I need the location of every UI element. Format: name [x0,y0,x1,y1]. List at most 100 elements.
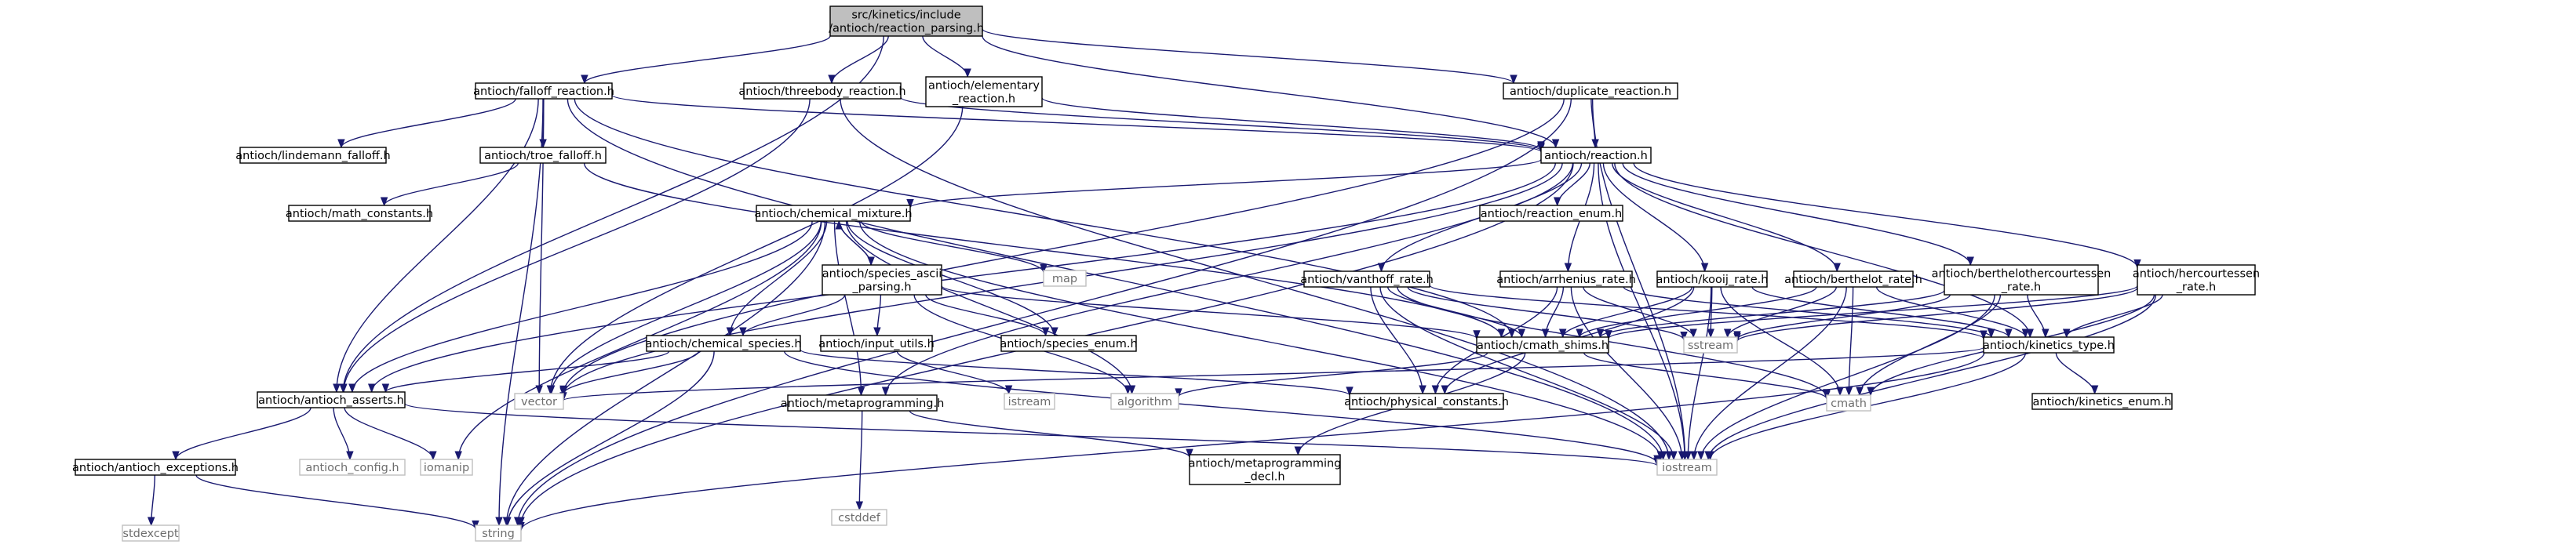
edge-arrowhead-exceptions-to-stdexcept [147,517,155,527]
edge-berthelothc-to-cmath [1859,294,2002,396]
node-metaprog[interactable]: antioch/metaprogramming.h [781,394,945,412]
node-exceptions[interactable]: antioch/antioch_exceptions.h [72,459,239,476]
edge-metaprog-to-cstddef [858,410,863,510]
edge-inpututils-to-istream [896,350,1010,394]
node-mathconst[interactable]: antioch/math_constants.h [286,205,433,222]
edge-layer [147,28,2163,532]
edge-arrowhead-reaction-to-arrhenius [1564,263,1572,273]
node-kooij[interactable]: antioch/kooij_rate.h [1656,270,1769,288]
edge-arrowhead-hercourt-to-cmathshims [1605,330,1612,339]
node-lindemann[interactable]: antioch/lindemann_falloff.h [235,147,391,164]
edge-berthelothc-to-cmathshims [1599,289,1945,338]
node-box-kinetics [1983,336,2115,354]
node-label-vector: vector [521,396,557,408]
edge-arrowhead-cmathshims-to-algorithm [1175,388,1182,398]
edge-berthelothc-to-sstream [1736,294,1951,340]
node-label-inpututils: antioch/input_utils.h [818,338,935,350]
edge-arrowhead-metaprog-to-metadecl [1186,448,1193,459]
node-label-hercourt: _rate.h [2176,281,2217,294]
node-root[interactable]: src/kinetics/include/antioch/reaction_pa… [829,5,984,37]
edge-arrowhead-chemspecies-to-physconst [1346,387,1354,397]
edge-arrowhead-kinetics-to-iostream [1706,451,1714,461]
node-box-inpututils [820,335,933,352]
edge-arrowhead-vanthoff-to-cmathshims [1518,328,1526,339]
edge-vanthoff-to-physconst [1370,286,1423,394]
edge-speciesascii-to-cmathshims [941,285,1477,339]
node-cmathshims[interactable]: antioch/cmath_shims.h [1476,336,1609,354]
node-kinenum[interactable]: antioch/kinetics_enum.h [2031,393,2173,410]
edge-arrowhead-falloff-to-lindemann [337,139,345,149]
node-box-mathconst [288,205,431,222]
edge-arrowhead-kinetics-to-kinenum [2090,385,2099,395]
edge-vanthoff-to-iostream [1379,286,1674,460]
node-box-cmath [1826,394,1871,412]
edge-kooij-to-cmathshims [1562,286,1692,338]
edge-chemmix-to-iomanip [457,220,822,460]
node-chemspecies[interactable]: antioch/chemical_species.h [645,335,802,352]
node-label-berthelothc: antioch/berthelothercourtessen [1932,268,2111,281]
edge-arrowhead-reaction-to-hercourt [2133,259,2141,269]
node-label-falloff: antioch/falloff_reaction.h [473,85,614,98]
node-speciesenum[interactable]: antioch/species_enum.h [1000,335,1138,352]
edge-root-to-reaction [982,35,1557,148]
node-inpututils[interactable]: antioch/input_utils.h [818,335,935,352]
edge-arrowhead-berthelot-to-cmath [1845,387,1853,397]
node-label-arrhenius: antioch/arrhenius_rate.h [1496,274,1636,286]
edge-chemmix-to-asserts [352,220,813,393]
edge-troe-to-mathconst [383,162,519,206]
edge-arrowhead-reaction-to-berthelothc [1966,256,1974,267]
edge-reaction-to-kooij [1602,162,1706,272]
edge-arrowhead-cmathshims-to-metadecl [1294,446,1303,456]
edge-arrowhead-chemmix-to-asserts [348,383,356,394]
node-berthelot[interactable]: antioch/berthelot_rate.h [1784,270,1922,288]
node-arrhenius[interactable]: antioch/arrhenius_rate.h [1496,270,1636,288]
node-vanthoff[interactable]: antioch/vanthoff_rate.h [1300,270,1434,288]
node-label-troe: antioch/troe_falloff.h [484,150,602,162]
node-box-iomanip [420,459,473,476]
edge-arrowhead-chemmix-to-vector [547,385,556,395]
edge-arrowhead-speciesascii-to-inpututils [873,327,881,337]
edge-reaction-to-kinetics [1614,162,2031,338]
node-config: antioch_config.h [299,459,406,476]
node-box-cmathshims [1476,336,1609,354]
edge-chemspecies-to-iostream [784,350,1658,464]
node-cstddef: cstddef [831,509,887,526]
edge-root-to-duplicate [982,28,1514,84]
edge-chemmix-to-chemspecies [729,220,828,336]
node-speciesascii[interactable]: antioch/species_ascii_parsing.h [822,264,942,296]
edge-reaction-to-metaprog [884,162,1574,396]
edge-arrowhead-reaction-to-string [517,517,525,527]
node-box-arrhenius [1499,270,1633,288]
node-chemmix[interactable]: antioch/chemical_mixture.h [754,205,913,222]
node-metadecl[interactable]: antioch/metaprogramming_decl.h [1189,454,1342,485]
node-reaction[interactable]: antioch/reaction.h [1540,147,1652,164]
edge-arrowhead-reaction-to-metaprog [881,387,890,397]
node-kinetics[interactable]: antioch/kinetics_type.h [1983,336,2115,354]
edge-kooij-to-iostream [1687,286,1712,460]
node-berthelothc[interactable]: antioch/berthelothercourtessen_rate.h [1932,264,2111,296]
edge-arrhenius-to-sstream [1583,286,1694,338]
edge-arrowhead-speciesascii-to-chemspecies [739,327,747,337]
node-label-berthelothc: _rate.h [2001,281,2042,294]
node-label-config: antioch_config.h [305,462,399,474]
node-asserts[interactable]: antioch/antioch_asserts.h [257,391,406,408]
node-reactenum[interactable]: antioch/reaction_enum.h [1479,205,1623,222]
node-label-berthelot: antioch/berthelot_rate.h [1784,274,1922,286]
node-duplicate[interactable]: antioch/duplicate_reaction.h [1503,82,1678,100]
node-threebody[interactable]: antioch/threebody_reaction.h [738,82,906,100]
edge-exceptions-to-string [195,474,476,529]
node-hercourt[interactable]: antioch/hercourtessen_rate.h [2133,264,2260,296]
edge-falloff-to-iostream [567,98,1664,460]
edge-arrowhead-speciesascii-to-algorithm [1124,385,1132,395]
node-troe[interactable]: antioch/troe_falloff.h [479,147,607,164]
node-elementary[interactable]: antioch/elementary_reaction.h [925,76,1043,107]
edge-arrowhead-troe-to-mathconst [380,197,388,207]
node-physconst[interactable]: antioch/physical_constants.h [1344,393,1509,410]
edge-chemmix-to-algorithm [845,220,1133,394]
node-falloff[interactable]: antioch/falloff_reaction.h [473,82,614,100]
node-box-troe [479,147,607,164]
edge-arrowhead-chemmix-to-map [1040,263,1048,274]
edge-berthelot-to-sstream [1727,286,1837,338]
edge-arrowhead-berthelot-to-sstream [1723,328,1732,339]
